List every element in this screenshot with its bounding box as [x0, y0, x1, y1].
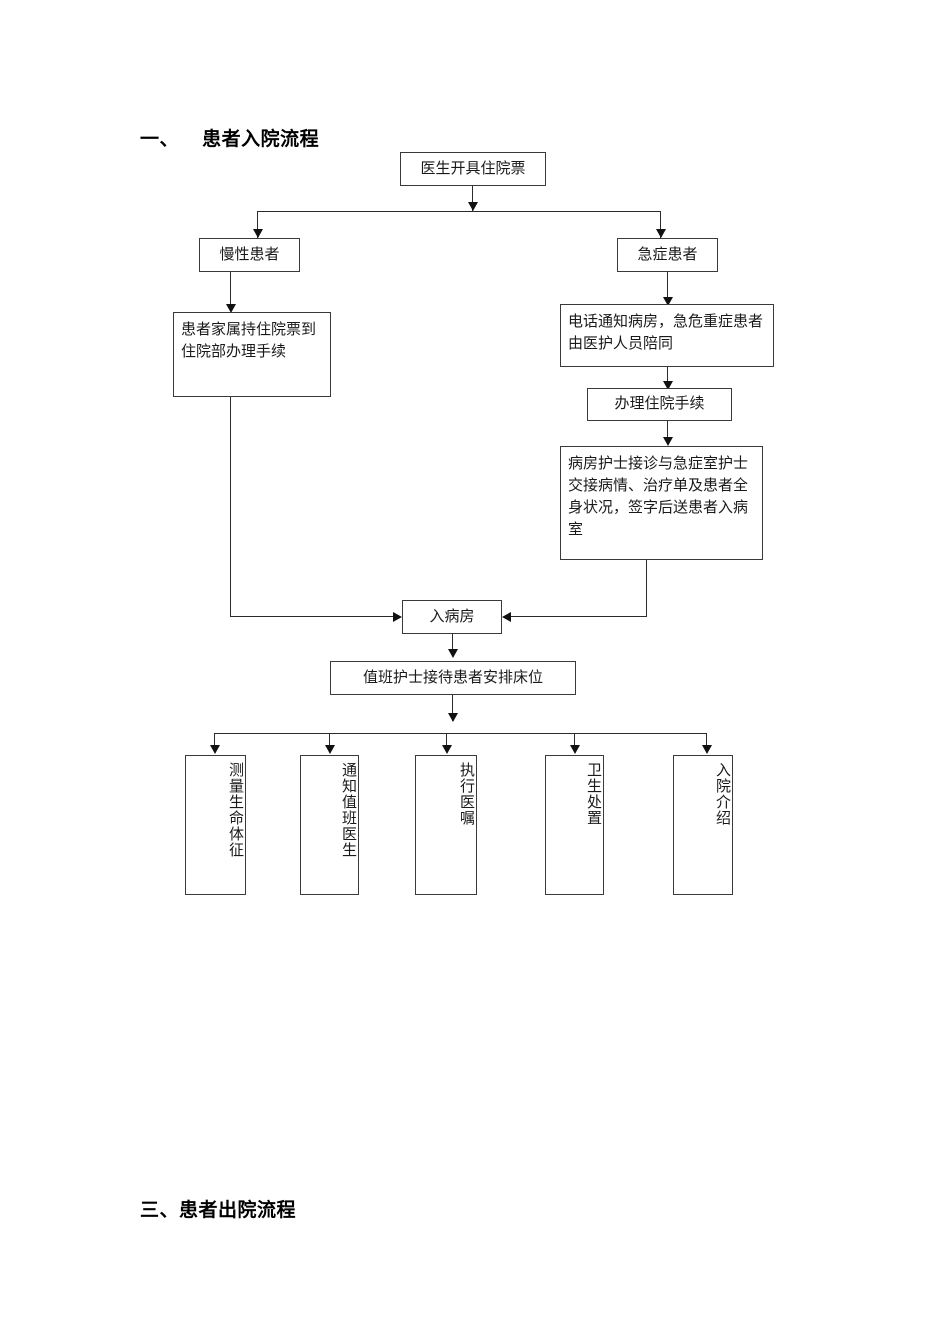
connector-left-to-merge	[230, 616, 394, 617]
connector-right-to-merge	[511, 616, 647, 617]
connector-call-ward-down	[667, 367, 668, 387]
arrowhead-formalities-down-icon	[663, 437, 673, 446]
connector-split-left-down	[257, 211, 258, 238]
arrowhead-right-into-merge-icon	[502, 612, 511, 622]
connector-left-long-down	[230, 397, 231, 617]
arrowhead-task-1-icon	[210, 745, 220, 754]
arrowhead-assign-down-icon	[448, 713, 458, 722]
connector-task-5-down	[706, 733, 707, 749]
arrowhead-start-down-icon	[468, 202, 478, 211]
connector-split-right-down	[660, 211, 661, 238]
connector-emergency-down	[667, 272, 668, 303]
connector-task-1-down	[214, 733, 215, 749]
section-three-heading: 三、患者出院流程	[140, 1200, 297, 1221]
arrowhead-task-4-icon	[570, 745, 580, 754]
node-task-execute-medical-orders: 执行医嘱	[415, 755, 477, 895]
connector-formalities-down	[667, 421, 668, 443]
node-emergency-patient: 急症患者	[617, 238, 718, 272]
section-one-heading: 一、 患者入院流程	[140, 129, 320, 150]
arrowhead-emergency-down-icon	[663, 297, 673, 306]
connector-split-bar	[257, 211, 661, 212]
node-task-hygiene-treatment: 卫生处置	[545, 755, 604, 895]
arrowhead-task-2-icon	[325, 745, 335, 754]
connector-task-2-down	[329, 733, 330, 749]
node-ward-nurse-handover: 病房护士接诊与急症室护士交接病情、治疗单及患者全身状况，签字后送患者入病室	[560, 446, 763, 560]
connector-task-distribution-bar	[214, 733, 706, 734]
connector-start-down	[472, 186, 473, 211]
node-chronic-patient: 慢性患者	[199, 238, 300, 272]
arrowhead-merge-down-icon	[448, 649, 458, 658]
connector-chronic-down	[230, 272, 231, 308]
node-family-completes-admission-at-inpatient-dept: 患者家属持住院票到住院部办理手续	[173, 312, 331, 397]
arrowhead-call-ward-down-icon	[663, 381, 673, 390]
node-task-measure-vital-signs: 测量生命体征	[185, 755, 246, 895]
node-doctor-issues-admission-ticket: 医生开具住院票	[400, 152, 546, 186]
arrowhead-task-5-icon	[702, 745, 712, 754]
arrowhead-split-left-icon	[253, 229, 263, 238]
connector-task-3-down	[446, 733, 447, 749]
arrowhead-left-into-merge-icon	[393, 612, 402, 622]
arrowhead-split-right-icon	[656, 229, 666, 238]
connector-right-down-to-merge	[646, 560, 647, 617]
connector-merge-down	[452, 634, 453, 654]
node-duty-nurse-assigns-bed: 值班护士接待患者安排床位	[330, 661, 576, 695]
arrowhead-chronic-down-icon	[226, 304, 236, 313]
node-enter-ward: 入病房	[402, 600, 502, 634]
node-complete-admission-formalities: 办理住院手续	[587, 388, 732, 421]
node-task-admission-orientation: 入院介绍	[673, 755, 733, 895]
node-call-ward-critical-escort: 电话通知病房，急危重症患者由医护人员陪同	[560, 304, 774, 367]
node-task-notify-duty-doctor: 通知值班医生	[300, 755, 359, 895]
connector-assign-down	[452, 695, 453, 721]
arrowhead-task-3-icon	[442, 745, 452, 754]
connector-task-4-down	[574, 733, 575, 749]
